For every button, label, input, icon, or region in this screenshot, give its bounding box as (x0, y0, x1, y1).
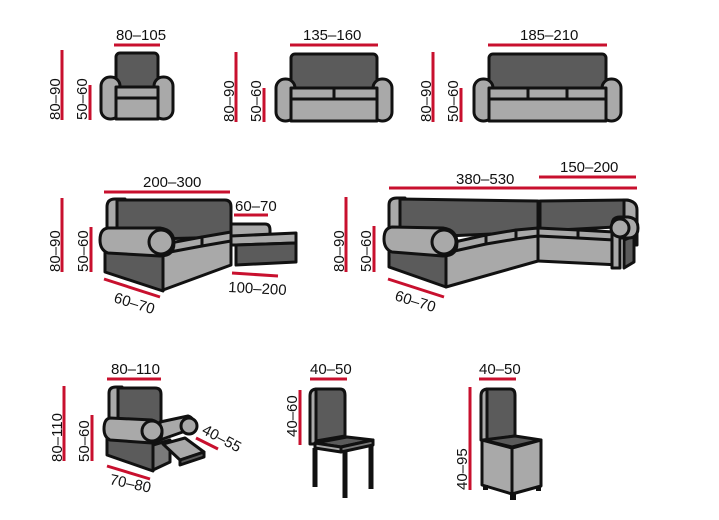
armchair-diagram: 80–90 50–60 80–105 (47, 27, 175, 121)
label-armchair-height-total: 80–90 (47, 78, 64, 120)
label-recliner-height-seat: 50–60 (76, 420, 93, 462)
chaise-arm-roll (147, 228, 175, 256)
label-chair-full-width: 40–50 (479, 361, 521, 378)
label-sofa2-width: 135–160 (303, 27, 361, 44)
chair-back (314, 387, 347, 443)
label-sofa2-height-seat: 50–60 (248, 80, 265, 122)
label-chair-width: 40–50 (310, 361, 352, 378)
dimension-line-chaise-length (231, 271, 279, 278)
corner-cushion-3 (514, 226, 540, 241)
dimension-line-depth (387, 277, 445, 299)
dimension-line-footrest (195, 436, 219, 451)
recliner-left-arm-roll (140, 419, 164, 443)
recliner-right-arm-roll (179, 416, 199, 436)
label-chaise-height-seat: 50–60 (75, 230, 92, 272)
sofa2-cushion-1 (289, 86, 336, 101)
sofa-2-seat-diagram: 80–90 50–60 135–160 (221, 27, 394, 123)
label-chaise-width: 200–300 (143, 174, 201, 191)
corner-chaise-sofa-diagram: 80–90 50–60 200–300 60–70 100–200 60–70 (47, 174, 298, 318)
sofa3-cushion-2 (526, 86, 569, 101)
recliner-diagram: 80–110 50–60 80–110 40–55 70–80 (49, 361, 244, 497)
armchair-cushion (114, 85, 160, 100)
chair-full-back (485, 387, 517, 442)
dining-chair-diagram: 40–60 40–50 (284, 361, 375, 498)
chair-full-foot-1 (483, 485, 488, 490)
chair-full-foot-2 (510, 494, 516, 500)
recliner-footrest-front (178, 450, 206, 467)
chaise-seat-front (234, 241, 298, 267)
dimension-line-depth (103, 277, 161, 299)
corner-sofa-diagram: 80–90 50–60 380–530 150–200 60–70 (331, 159, 640, 316)
label-armchair-width: 80–105 (116, 27, 166, 44)
label-sofa3-height-seat: 50–60 (445, 80, 462, 122)
label-sofa3-width: 185–210 (520, 27, 578, 44)
chair-full-skirt-side (510, 438, 543, 496)
sofa3-cushion-1 (487, 86, 530, 101)
corner-right-arm-roll (609, 217, 631, 239)
label-corner-width-total: 380–530 (456, 171, 514, 188)
chair-full-foot-3 (536, 486, 541, 491)
label-corner-height-total: 80–90 (331, 230, 348, 272)
label-chaise-chaise-length: 100–200 (228, 279, 287, 299)
label-corner-height-seat: 50–60 (358, 230, 375, 272)
label-chaise-chaise-width: 60–70 (235, 198, 277, 215)
sofa3-base (487, 97, 608, 123)
dimension-line-depth (106, 464, 151, 481)
corner-cushion-5 (576, 228, 616, 242)
label-recliner-width: 80–110 (111, 361, 160, 378)
full-cover-chair-diagram: 40–95 40–50 (454, 361, 543, 500)
label-recliner-height-total: 80–110 (49, 413, 66, 462)
corner-left-arm-roll (430, 228, 458, 256)
corner-right-arm-side (622, 234, 636, 270)
label-chair-back-height: 40–60 (284, 395, 301, 437)
sofa-3-seat-diagram: 80–90 50–60 185–210 (418, 27, 623, 123)
label-recliner-depth: 70–80 (108, 471, 152, 496)
label-chaise-height-total: 80–90 (47, 230, 64, 272)
sofa2-base (289, 97, 379, 123)
label-sofa3-height-total: 80–90 (418, 80, 435, 122)
label-chair-full-height: 40–95 (454, 448, 471, 490)
sofa3-cushion-3 (565, 86, 608, 101)
label-corner-width-short: 150–200 (560, 159, 618, 176)
corner-cushion-4 (536, 226, 580, 240)
label-sofa2-height-total: 80–90 (221, 80, 238, 122)
armchair-base (114, 96, 160, 121)
label-recliner-footrest: 40–55 (199, 422, 244, 457)
label-armchair-height-seat: 50–60 (74, 78, 91, 120)
sofa2-cushion-2 (332, 86, 379, 101)
